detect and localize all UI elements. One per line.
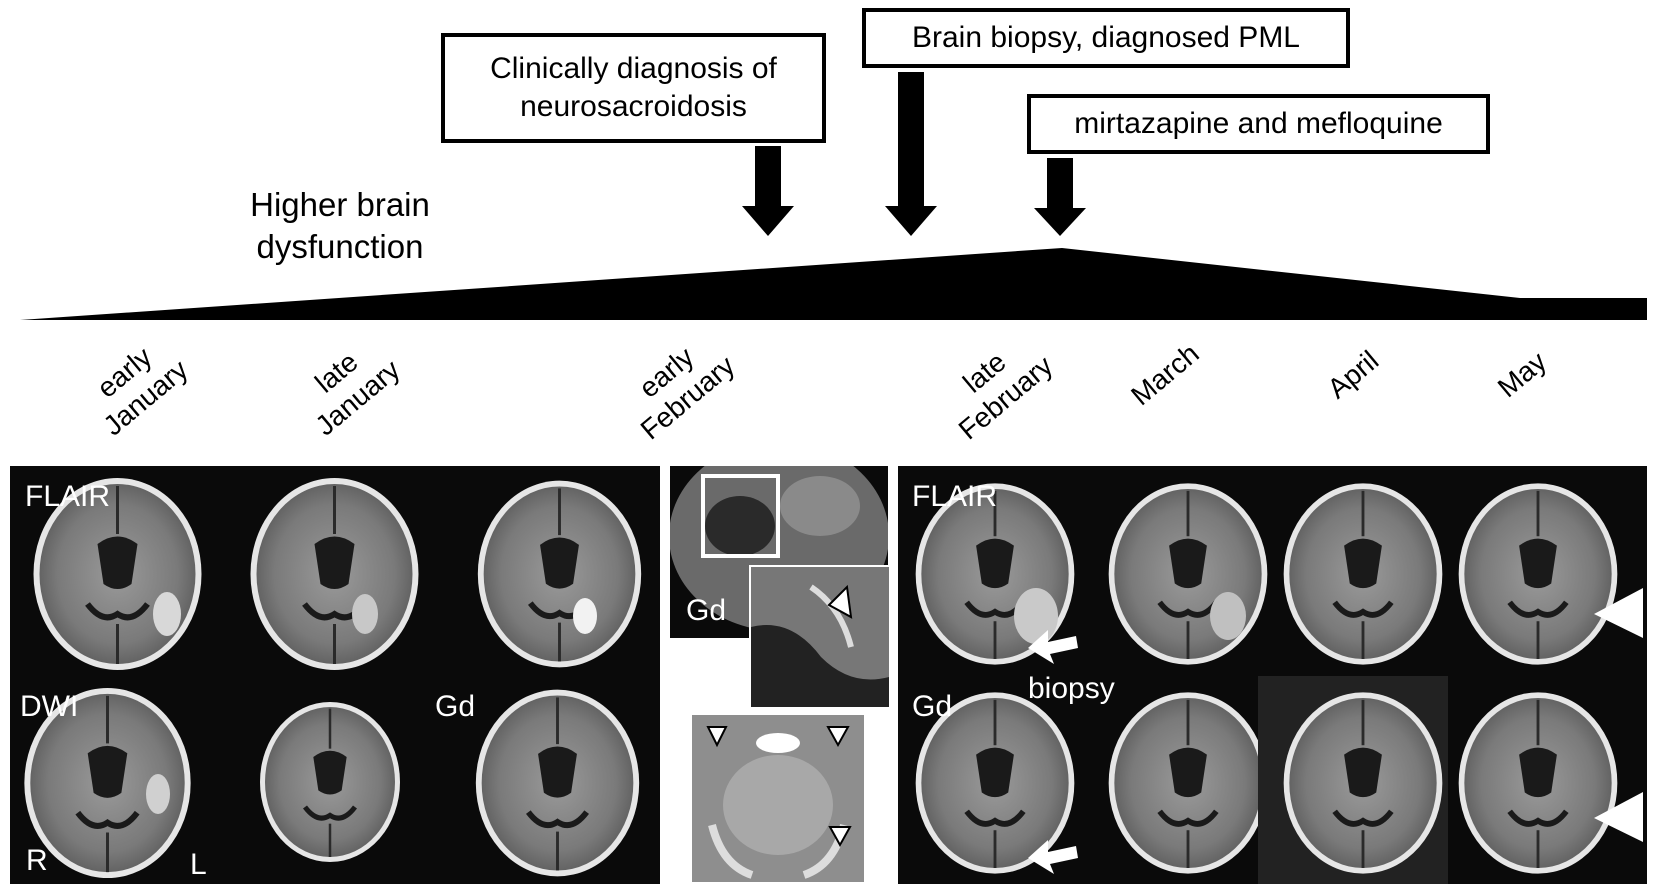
label-flair-left: FLAIR [25,480,111,513]
event-box-neurosarcoidosis: Clinically diagnosis of neurosacroidosis [441,33,826,143]
mri-panel-right: FLAIR Gd biopsy [898,466,1647,884]
biopsy-label: biopsy [1028,672,1115,705]
arrow-down-icon [885,72,937,236]
arrow-icon [1028,630,1078,664]
orientation-left: L [190,848,207,881]
mri-gd-march [1109,692,1268,873]
timepoint-label: March [1125,337,1205,412]
timepoint-label: April [1321,344,1385,405]
label-gd-right: Gd [912,690,953,723]
mri-panel-left: FLAIR DWI Gd R L [10,466,660,884]
label-flair-right: FLAIR [912,480,998,513]
event-neuro-line2: neurosacroidosis [520,90,747,123]
arrowhead-icon [706,726,728,748]
label-gd-mid: Gd [686,594,727,627]
mri-flair-may [1459,483,1618,664]
event-box-biopsy: Brain biopsy, diagnosed PML [862,8,1350,68]
arrowhead-icon [828,826,852,848]
timeline-graphic [20,72,1647,320]
timepoint-label: May [1491,345,1553,404]
arrowhead-icon [826,726,850,748]
label-gd-left: Gd [435,690,476,723]
severity-label: Higher brain dysfunction [215,184,465,268]
event-neuro-line1: Clinically diagnosis of [490,52,777,85]
arrow-down-icon [742,146,794,236]
mri-flair-late-jan [251,478,419,670]
mri-gd-may [1459,692,1618,873]
severity-label-line2: dysfunction [256,228,424,265]
mri-zoom-inset [749,565,891,709]
mri-flair-april [1284,483,1443,664]
event-treatment-text: mirtazapine and mefloquine [1074,107,1443,140]
label-dwi: DWI [20,690,79,723]
orientation-right: R [26,844,48,877]
severity-label-line1: Higher brain [250,186,430,223]
mri-gd-april [1284,692,1443,873]
mri-dwi-late-jan [260,702,400,862]
arrowhead-icon [827,584,853,619]
mri-flair-early-feb [478,481,641,668]
event-box-treatment: mirtazapine and mefloquine [1027,94,1490,154]
mri-brainstem-inset [690,713,866,884]
mri-gd-early-feb [476,690,639,877]
arrowhead-icon [1594,792,1643,842]
arrowhead-icon [1594,588,1643,638]
arrow-icon [1028,840,1078,874]
arrow-down-icon [1034,158,1086,236]
severity-wedge [20,248,1647,320]
event-biopsy-text: Brain biopsy, diagnosed PML [911,21,1300,54]
mri-flair-march [1109,483,1268,664]
